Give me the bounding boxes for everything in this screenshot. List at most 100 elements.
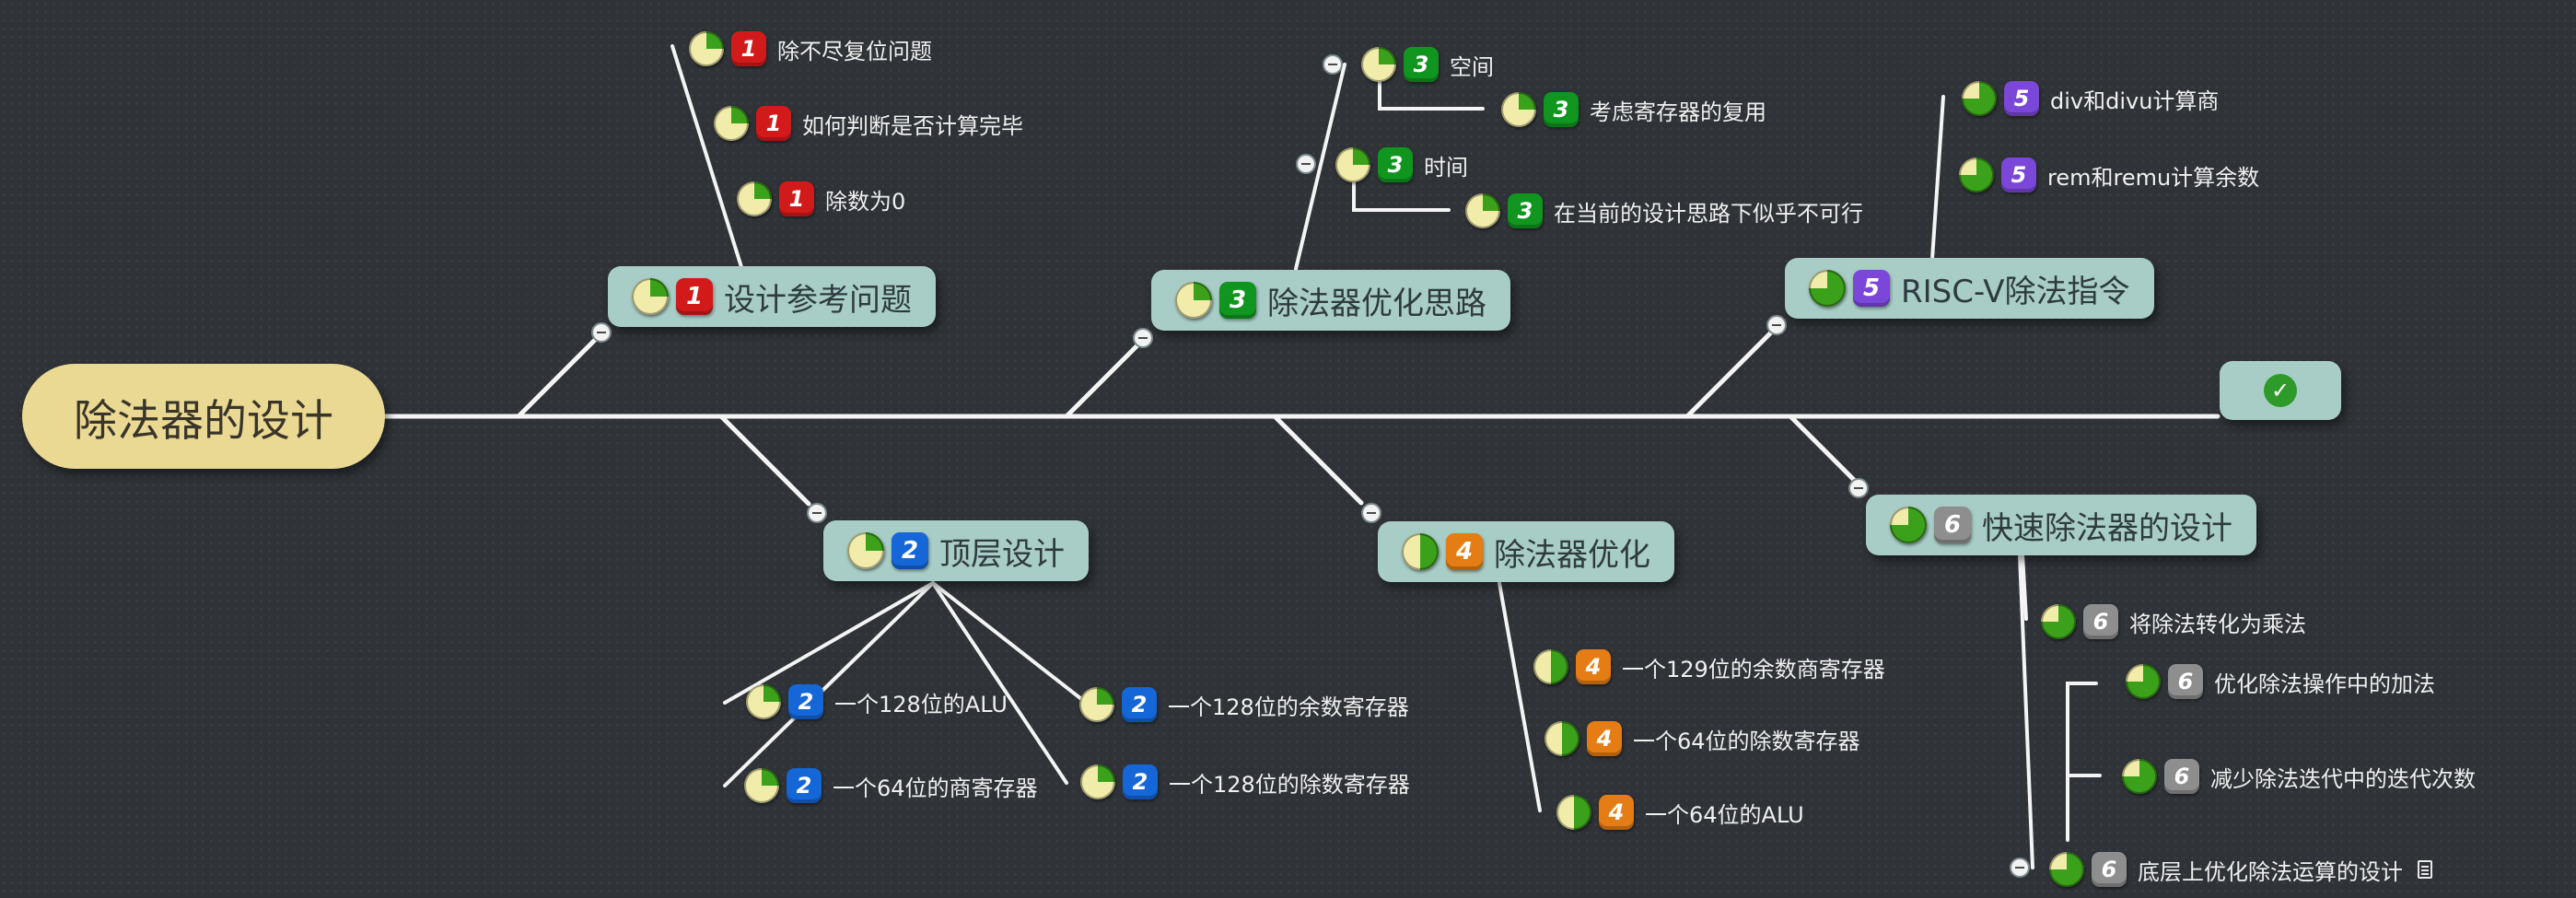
collapse-button-b1[interactable] <box>591 322 612 343</box>
priority-icon: 6 <box>2164 759 2199 794</box>
progress-icon <box>2041 604 2076 639</box>
collapse-button-b6[interactable] <box>1848 478 1869 498</box>
priority-icon: 6 <box>2168 664 2203 699</box>
progress-icon <box>632 278 669 315</box>
collapse-button-b5[interactable] <box>1766 315 1787 335</box>
list-item[interactable]: 2 一个128位的ALU <box>746 682 1008 722</box>
branch-title: 顶层设计 <box>939 535 1065 573</box>
item-label: 底层上优化除法运算的设计 <box>2138 858 2403 885</box>
priority-icon: 3 <box>1508 193 1543 228</box>
list-item[interactable]: 4 一个64位的除数寄存器 <box>1544 718 1860 759</box>
branch-riscv-division-instructions[interactable]: 5 RISC-V除法指令 <box>1785 258 2154 319</box>
collapse-button-b3-space[interactable] <box>1323 54 1343 75</box>
list-item[interactable]: 3 考虑寄存器的复用 <box>1501 89 1766 130</box>
priority-icon: 4 <box>1576 649 1611 684</box>
list-item[interactable]: 2 一个64位的商寄存器 <box>744 765 1038 806</box>
item-label: 如何判断是否计算完毕 <box>802 112 1023 139</box>
end-node[interactable]: ✓ <box>2220 361 2341 420</box>
list-item[interactable]: 5 div和divu计算商 <box>1962 78 2219 119</box>
priority-icon: 4 <box>1587 721 1622 756</box>
collapse-button-b4[interactable] <box>1361 503 1381 523</box>
priority-icon: 2 <box>892 532 928 569</box>
item-label: 空间 <box>1450 53 1494 80</box>
list-item[interactable]: 3 在当前的设计思路下似乎不可行 <box>1465 191 1863 231</box>
priority-icon: 1 <box>756 106 791 141</box>
item-label: 考虑寄存器的复用 <box>1590 99 1766 125</box>
list-item[interactable]: 1 除不尽复位问题 <box>689 29 932 69</box>
branch-title: 除法器优化思路 <box>1267 285 1486 322</box>
progress-icon <box>1465 193 1500 228</box>
progress-icon <box>1335 147 1370 182</box>
progress-icon <box>1544 721 1579 756</box>
item-label: div和divu计算商 <box>2050 87 2220 114</box>
branch-title: 设计参考问题 <box>724 281 912 319</box>
progress-icon <box>1556 795 1591 830</box>
priority-icon: 4 <box>1599 795 1634 830</box>
list-item[interactable]: 4 一个64位的ALU <box>1556 792 1804 833</box>
collapse-button-b3-time[interactable] <box>1296 154 1316 174</box>
priority-icon: 1 <box>731 31 766 66</box>
list-item[interactable]: 3 空间 <box>1361 44 1494 85</box>
list-item[interactable]: 6 将除法转化为乘法 <box>2041 601 2306 642</box>
branch-top-level-design[interactable]: 2 顶层设计 <box>823 520 1089 581</box>
priority-icon: 2 <box>1122 687 1157 722</box>
priority-icon: 6 <box>2092 852 2127 887</box>
collapse-button-b3[interactable] <box>1133 328 1153 348</box>
progress-icon <box>847 532 884 569</box>
list-item[interactable]: 1 如何判断是否计算完毕 <box>714 103 1023 144</box>
item-label: 一个64位的除数寄存器 <box>1633 728 1860 754</box>
list-item[interactable]: 4 一个129位的余数商寄存器 <box>1533 647 1885 687</box>
branch-design-reference[interactable]: 1 设计参考问题 <box>608 266 936 327</box>
progress-icon <box>1959 157 1994 192</box>
branch-title: 快速除法器的设计 <box>1982 509 2232 547</box>
item-label: rem和remu计算余数 <box>2047 164 2260 191</box>
branch-divider-optimization[interactable]: 4 除法器优化 <box>1378 521 1674 582</box>
branch-divider-optimization-ideas[interactable]: 3 除法器优化思路 <box>1151 270 1510 331</box>
progress-icon <box>1890 507 1927 543</box>
progress-icon <box>1080 764 1115 799</box>
progress-icon <box>1361 47 1396 82</box>
list-item[interactable]: 6 减少除法迭代中的迭代次数 <box>2122 756 2476 797</box>
progress-icon <box>737 181 772 216</box>
item-label: 一个64位的ALU <box>1645 801 1804 828</box>
root-topic[interactable]: 除法器的设计 <box>22 364 385 469</box>
branch-fast-divider-design[interactable]: 6 快速除法器的设计 <box>1866 495 2256 555</box>
priority-icon: 6 <box>2083 604 2118 639</box>
item-label: 将除法转化为乘法 <box>2129 611 2306 637</box>
progress-icon <box>1175 282 1212 319</box>
progress-icon <box>1809 270 1846 307</box>
priority-icon: 3 <box>1544 92 1579 127</box>
priority-icon: 2 <box>788 684 823 719</box>
priority-icon: 5 <box>2001 157 2036 192</box>
priority-icon: 2 <box>787 768 822 803</box>
progress-icon <box>2126 664 2161 699</box>
list-item[interactable]: 3 时间 <box>1335 145 1468 185</box>
priority-icon: 1 <box>676 278 713 315</box>
list-item[interactable]: 5 rem和remu计算余数 <box>1959 155 2259 195</box>
priority-icon: 1 <box>779 181 814 216</box>
collapse-button-b6-bottom[interactable] <box>2010 857 2030 878</box>
item-label: 一个128位的ALU <box>834 691 1008 717</box>
list-item[interactable]: 2 一个128位的除数寄存器 <box>1080 762 1410 802</box>
priority-icon: 6 <box>1934 507 1971 543</box>
priority-icon: 5 <box>2004 81 2039 116</box>
progress-icon <box>714 106 749 141</box>
list-item[interactable]: 2 一个128位的余数寄存器 <box>1079 684 1409 725</box>
collapse-button-b2[interactable] <box>807 503 827 523</box>
root-title: 除法器的设计 <box>74 395 333 447</box>
branch-title: RISC-V除法指令 <box>1901 273 2130 310</box>
progress-icon <box>1962 81 1997 116</box>
list-item[interactable]: 1 除数为0 <box>737 179 905 219</box>
priority-icon: 5 <box>1853 270 1890 307</box>
branch-title: 除法器优化 <box>1494 536 1650 574</box>
list-item[interactable]: 6 优化除法操作中的加法 <box>2126 661 2435 702</box>
item-label: 一个128位的除数寄存器 <box>1169 771 1410 798</box>
checkmark-icon: ✓ <box>2264 374 2297 407</box>
priority-icon: 3 <box>1404 47 1439 82</box>
list-item[interactable]: 6 底层上优化除法运算的设计 <box>2049 849 2432 890</box>
item-label: 除数为0 <box>825 188 906 215</box>
priority-icon: 3 <box>1219 282 1256 319</box>
progress-icon <box>2122 759 2157 794</box>
note-icon[interactable] <box>2418 860 2432 879</box>
